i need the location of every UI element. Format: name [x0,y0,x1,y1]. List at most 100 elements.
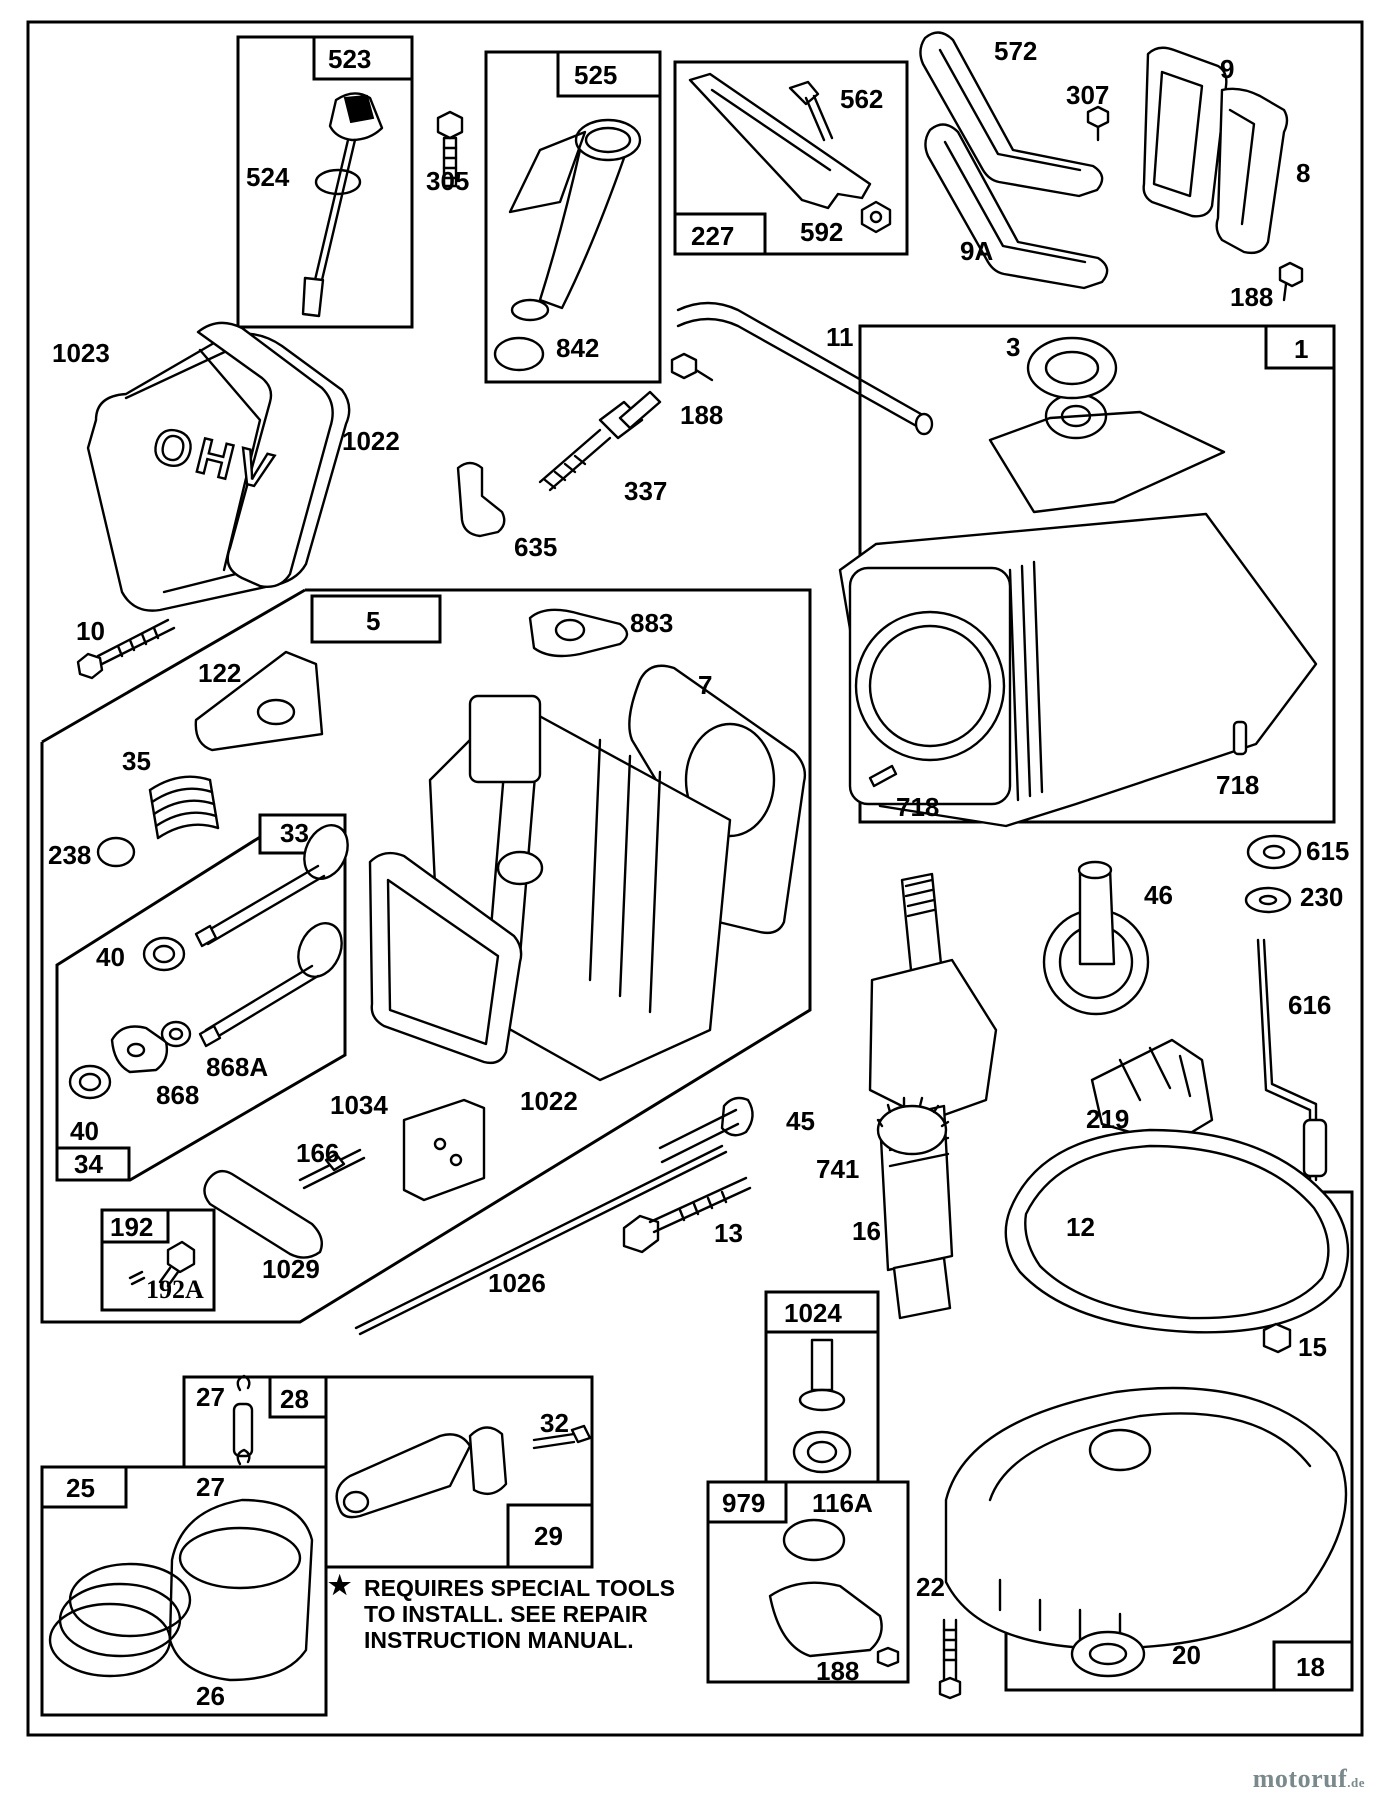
group-box-1 [858,324,1336,824]
oil-pump-part [792,1338,852,1474]
cap-238-part [96,836,136,868]
label-1034: 1034 [330,1090,388,1120]
label-27-b: 27 [196,1472,225,1502]
piston-clip-part [236,1448,251,1466]
label-11: 11 [826,322,854,352]
diagram-frame [26,20,1364,1737]
control-bracket-part [688,72,892,234]
label-1024: 1024 [784,1298,842,1328]
label-307: 307 [1066,80,1109,110]
adjuster-192-part [128,1240,196,1288]
label-718-b: 718 [1216,770,1259,800]
dipstick-part [301,92,384,318]
group-box-525 [484,50,662,384]
piston-rings-part [48,1562,192,1678]
spacer-122-part [194,650,324,752]
note-line-1: REQUIRES SPECIAL TOOLS [364,1575,675,1601]
plate-1034-part [402,1098,486,1202]
rocker-cover-gasket-part [368,851,523,1065]
label-7: 7 [698,670,712,700]
label-27-a: 27 [196,1382,225,1412]
oil-pump-cover-part [768,1518,900,1668]
governor-shaft-part [1256,938,1328,1182]
label-12: 12 [1066,1212,1095,1242]
watermark-logo: motoruf.de [1253,1764,1365,1794]
label-842: 842 [556,333,599,363]
part-labels: 523 524 525 305 842 562 227 592 572 307 … [48,36,1349,1711]
label-741: 741 [816,1154,859,1184]
bolt-305-part [436,110,464,188]
tappet-45-part [658,1096,754,1164]
bolt-10-part [76,618,176,680]
label-10: 10 [76,616,105,646]
group-box-1024 [764,1290,880,1484]
label-615: 615 [1306,836,1349,866]
retainer-40-b-part [68,1064,112,1100]
seal-3-part [1026,336,1118,400]
sump-part [944,1386,1348,1650]
label-13: 13 [714,1218,743,1248]
valve-33-part [194,824,349,948]
label-29: 29 [534,1521,563,1551]
oil-fill-tube-part [493,118,642,372]
group-box-979 [706,1480,910,1684]
camshaft-part [1042,860,1150,1016]
group-box-192 [100,1208,216,1312]
valve-lower-part [198,922,343,1048]
washer-868A-part [160,1020,192,1048]
bolt-188-top-part [1278,261,1304,302]
label-592: 592 [800,217,843,247]
label-122: 122 [198,658,241,688]
bolt-22-part [938,1618,962,1700]
label-227: 227 [691,221,734,251]
label-868A: 868A [206,1052,268,1082]
label-18: 18 [1296,1652,1325,1682]
bolt-13-part [622,1176,752,1254]
label-20: 20 [1172,1640,1201,1670]
breather-tube-part [676,301,934,436]
plug-15-part [1262,1322,1292,1354]
label-116A: 116A [812,1488,873,1518]
label-192A: 192A [146,1275,204,1304]
breather-gasket-part [1142,46,1228,218]
label-337: 337 [624,476,667,506]
label-219: 219 [1086,1104,1129,1134]
gasket-572-part [919,31,1104,198]
gasket-9A-part [924,123,1109,290]
valve-seal-part [110,1025,169,1074]
label-562: 562 [840,84,883,114]
label-166: 166 [296,1138,339,1168]
label-188-top: 188 [1230,282,1273,312]
rocker-arm-part [203,1169,323,1259]
bolt-307-part [1086,105,1110,142]
piston-pin-part [232,1374,254,1458]
washer-230-part [1244,886,1292,914]
label-22: 22 [916,1572,945,1602]
label-192: 192 [110,1212,153,1242]
label-1026: 1026 [488,1268,546,1298]
connecting-rod-part [335,1426,508,1519]
label-35: 35 [122,746,151,776]
label-40-a: 40 [96,942,125,972]
watermark-suffix: .de [1347,1775,1365,1790]
bolt-188-mid-part [670,352,714,382]
group-box-227 [673,60,909,256]
group-box-523 [236,35,414,329]
label-523: 523 [328,44,371,74]
label-9A: 9A [960,236,993,266]
label-16: 16 [852,1216,881,1246]
label-524: 524 [246,162,290,192]
breather-cover-part [1215,87,1289,255]
dowel-718-a-part [868,764,898,788]
note-star: ★ [328,1570,352,1600]
label-25: 25 [66,1473,95,1503]
label-979: 979 [722,1488,765,1518]
label-8: 8 [1296,158,1310,188]
sump-gasket-part [1004,1128,1350,1334]
note-line-3: INSTRUCTION MANUAL. [364,1627,634,1653]
label-238: 238 [48,840,91,870]
label-616: 616 [1288,990,1331,1020]
label-1: 1 [1294,334,1308,364]
screw-32-part [532,1424,592,1450]
crankshaft-part [868,872,998,1320]
